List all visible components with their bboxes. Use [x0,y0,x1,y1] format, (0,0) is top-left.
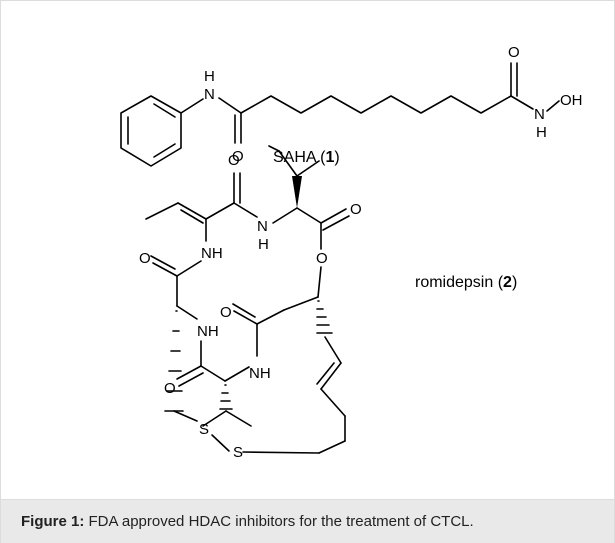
atom-o: O [508,44,520,61]
bond [278,150,298,177]
saha-structure: H N O O N H OH [120,44,583,167]
bond [283,296,319,311]
atom-o: O [164,380,176,397]
bond [152,262,178,277]
atom-nh: NH [197,323,219,340]
atom-h: H [536,124,547,141]
figure-caption: Figure 1: FDA approved HDAC inhibitors f… [21,513,474,530]
chemical-structures: H N O O N H OH SAHA (1) [120,44,583,461]
benzene-double-bond [153,143,176,158]
bond [176,305,198,320]
bond [546,100,560,112]
bond [256,309,285,325]
carbonyl-double-bond [322,215,350,231]
compound-label-romidepsin: romidepsin (2) [415,274,517,291]
atom-o: O [220,304,232,321]
atom-n: N [204,86,215,103]
caption-text: FDA approved HDAC inhibitors for the tre… [84,513,474,530]
benzene-ring [120,95,182,167]
atom-n: N [257,218,268,235]
hashed-bond [316,300,333,334]
bond [224,366,250,382]
atom-o: O [316,250,328,267]
bond [320,388,346,417]
atom-oh: OH [560,92,583,109]
bond [180,98,204,114]
hashed-bond [219,384,233,410]
bond [176,260,202,277]
atom-o: O [228,152,240,169]
carbonyl-double-bond [150,255,176,270]
carbonyl-double-bond [178,372,204,387]
atom-s: S [233,444,243,461]
bond [320,362,342,390]
compound-label-saha: SAHA (1) [273,149,340,166]
bond [317,266,322,298]
bond [296,160,320,177]
alkene-double-bond [316,362,335,385]
benzene-double-bond [153,103,176,118]
bond [268,145,280,152]
bond [296,207,322,224]
bond [324,336,342,364]
atom-o: O [139,250,151,267]
alkyl-chain [240,95,512,114]
caption-label: Figure 1: [21,513,85,530]
bond [272,207,298,224]
alkene-double-bond [180,209,204,224]
bond [202,410,227,427]
bond [177,202,207,220]
atom-o: O [350,201,362,218]
bond [205,202,235,220]
bond [176,365,202,380]
bond [318,440,346,454]
atom-h: H [204,68,215,85]
bond [233,310,258,325]
atom-n: N [534,106,545,123]
carbonyl-double-bond [232,303,256,318]
bond [225,410,252,427]
bond [320,208,347,224]
atom-nh: NH [201,245,223,262]
atom-s: S [199,421,209,438]
bond [218,97,242,114]
bond [145,202,179,220]
atom-h: H [258,236,269,253]
bond [173,410,198,422]
bond [233,202,258,218]
bond [211,434,230,452]
bond [510,95,534,110]
romidepsin-structure: O N H O O NH O [139,145,362,461]
atom-o: O [232,148,244,165]
atom-nh: NH [249,365,271,382]
bond [200,365,226,382]
bond [242,451,320,454]
caption-bar: Figure 1: FDA approved HDAC inhibitors f… [1,499,614,543]
wedge-bond [292,176,302,208]
